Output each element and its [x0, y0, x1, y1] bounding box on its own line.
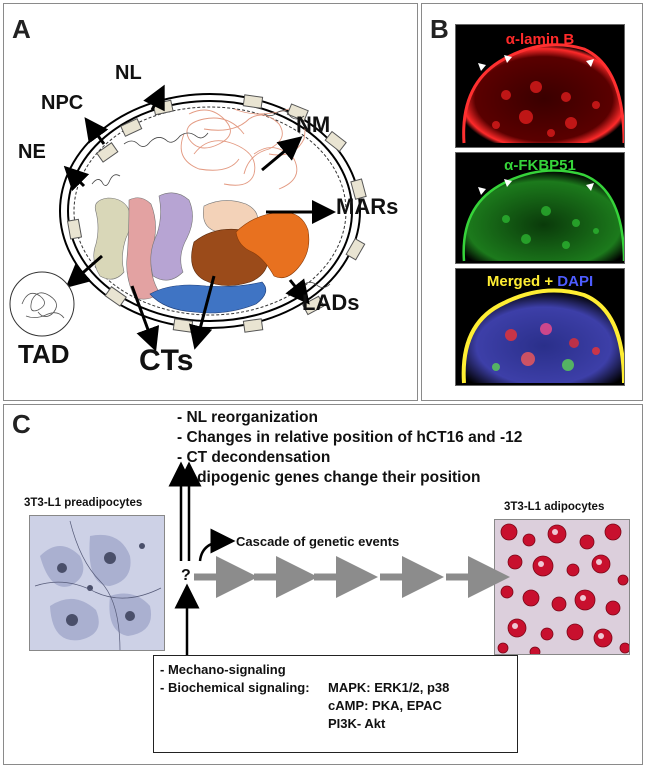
- nuclear-pore-complexes: [66, 94, 367, 333]
- arrow-npc: [84, 117, 109, 145]
- micrograph-fkbp51: α-FKBP51: [455, 152, 625, 264]
- label-mars: MARs: [336, 194, 399, 219]
- label-nm: NM: [296, 112, 331, 137]
- micrograph-lamin-b: α-lamin B: [455, 24, 625, 148]
- nuclear-envelope-inner: [67, 100, 353, 322]
- arrow-lads: [285, 278, 310, 305]
- tad-circle: [9, 271, 75, 337]
- fkbp51-title: α-FKBP51: [456, 157, 624, 174]
- nuclear-lamina: [73, 106, 347, 316]
- label-cts: CTs: [139, 344, 194, 377]
- fkbp-prefix: α-: [504, 157, 519, 174]
- adipocytes-label: 3T3-L1 adipocytes: [504, 501, 605, 513]
- lamin-prefix: α-: [505, 31, 521, 48]
- preadipocytes-image: [29, 515, 165, 651]
- label-tad: TAD: [18, 339, 70, 369]
- territory-beige: [93, 197, 131, 280]
- arrow-cascade: [198, 528, 236, 562]
- differentiation-arrows: [168, 461, 510, 655]
- signaling-box: - Mechano-signaling - Biochemical signal…: [153, 655, 518, 753]
- lamin-b-title: α-lamin B: [456, 31, 624, 48]
- signal-mapk: MAPK: ERK1/2, p38: [328, 680, 450, 695]
- dapi-text: DAPI: [557, 273, 594, 290]
- arrow-nm: [261, 136, 303, 172]
- panel-b-letter: B: [430, 14, 449, 44]
- micrograph-merged: Merged + DAPI: [455, 268, 625, 386]
- arrow-tad: [65, 254, 103, 288]
- panel-a-letter: A: [12, 14, 31, 44]
- nucleus-diagram: [9, 84, 367, 352]
- arrow-nl: [143, 84, 165, 112]
- signal-mechano: - Mechano-signaling: [160, 662, 286, 677]
- merged-text: Merged +: [486, 273, 558, 290]
- label-ne: NE: [18, 141, 46, 163]
- arrow-cts-1: [130, 285, 160, 352]
- territory-lavender: [150, 192, 193, 281]
- tad-loops: [21, 292, 65, 319]
- changes-list: - NL reorganization - Changes in relativ…: [177, 405, 637, 497]
- panel-c: C - NL reorganization - Changes in relat…: [3, 404, 643, 765]
- change-item-1: - NL reorganization: [177, 409, 318, 426]
- arrow-cts-2: [189, 275, 216, 350]
- label-npc: NPC: [41, 92, 84, 114]
- change-item-4: - Adipogenic genes change their position: [177, 469, 481, 486]
- fkbp-name: FKBP51: [518, 157, 576, 174]
- change-item-3: - CT decondensation: [177, 449, 331, 466]
- lamina-texture: [91, 110, 331, 288]
- label-lads: LADs: [302, 290, 360, 315]
- panel-c-letter: C: [12, 409, 31, 439]
- label-nl: NL: [115, 62, 142, 84]
- merged-title: Merged + DAPI: [456, 273, 624, 290]
- signal-pi3k: PI3K- Akt: [328, 716, 386, 731]
- arrow-ne: [63, 165, 90, 192]
- signal-camp: cAMP: PKA, EPAC: [328, 698, 442, 713]
- question-mark: ?: [181, 567, 191, 584]
- signal-biochem: - Biochemical signaling:: [160, 680, 310, 695]
- panel-b: B: [421, 3, 643, 401]
- change-item-2: - Changes in relative position of hCT16 …: [177, 429, 523, 446]
- cascade-label: Cascade of genetic events: [236, 534, 400, 549]
- preadipocytes-label: 3T3-L1 preadipocytes: [24, 497, 143, 509]
- lamin-name: lamin B: [520, 31, 575, 48]
- panel-a: A: [3, 3, 418, 401]
